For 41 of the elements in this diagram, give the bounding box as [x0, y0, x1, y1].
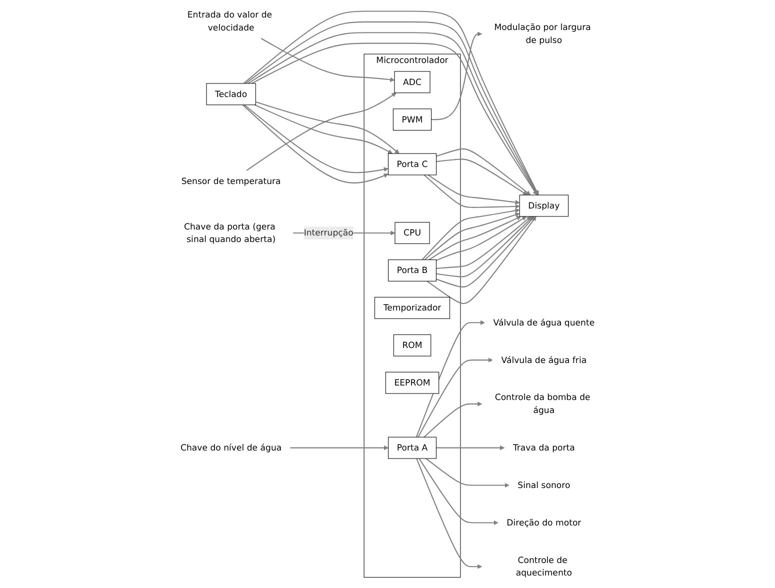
node-text: Modulação por largura de pulso: [494, 22, 591, 46]
node-text: Válvula de água fria: [501, 354, 587, 365]
node-box: Porta B: [388, 260, 436, 282]
edge-label: Interrupção: [304, 228, 354, 238]
arrow: [290, 445, 388, 450]
arrow: [416, 320, 485, 438]
node-text: Direção do motor: [506, 517, 582, 528]
arrow: [246, 92, 396, 171]
node-box: EEPROM: [385, 372, 440, 394]
arrow: [416, 458, 482, 569]
node-text: Sinal sonoro: [518, 480, 570, 490]
node-box: Temporizador: [374, 296, 450, 319]
arrow: [418, 458, 498, 526]
node-box: Teclado: [206, 83, 256, 106]
node-box: Porta C: [388, 153, 437, 176]
node-text: Chave da porta (gera sinal quando aberta): [184, 221, 276, 244]
arrow: [436, 216, 535, 288]
node-text: Controle da bomba de água: [494, 392, 590, 416]
arrow: [436, 148, 531, 196]
arrow: [436, 216, 534, 278]
arrow: [426, 216, 536, 304]
arrow: [418, 358, 493, 438]
arrow: [426, 458, 510, 488]
arrow: [436, 216, 532, 269]
node-text: Válvula de água quente: [493, 317, 595, 328]
node-text: Chave do nível de água: [180, 442, 282, 453]
node-box: Display: [519, 194, 569, 217]
arrow: [431, 32, 482, 120]
node-box: CPU: [394, 222, 430, 244]
node-box: ROM: [393, 334, 432, 356]
node-text: Controle de aquecimento: [516, 554, 572, 578]
node-text: Sensor de temperatura: [181, 176, 281, 186]
arrow: [424, 402, 482, 438]
node-text: Trava da porta: [512, 442, 575, 453]
node-text: Entrada do valor de velocidade: [187, 10, 272, 33]
arrow: [436, 158, 528, 196]
node-box: ADC: [394, 71, 430, 94]
node-box: PWM: [392, 108, 432, 131]
arrow: [436, 445, 505, 450]
node-box: Porta A: [388, 436, 436, 459]
arrow: [260, 38, 395, 82]
